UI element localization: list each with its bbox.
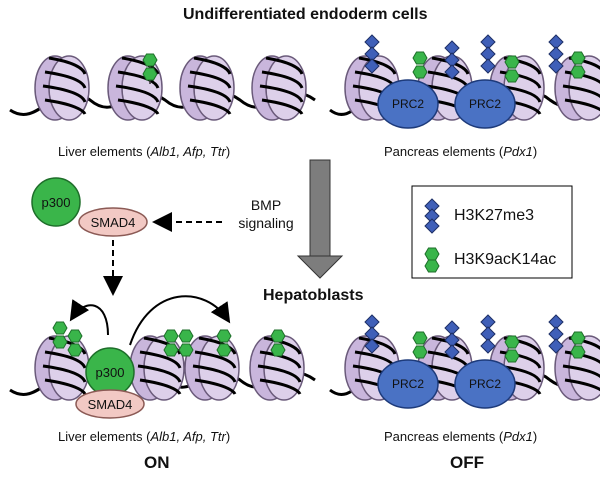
prc2-label: PRC2 (469, 97, 501, 111)
prc2-complex: PRC2 (454, 359, 516, 409)
legend (411, 185, 573, 279)
p300-label: p300 (96, 365, 125, 380)
prc2-complex: PRC2 (454, 79, 516, 129)
hepatoblast-pancreas-chromatin: PRC2 PRC2 (329, 314, 600, 409)
status-off: OFF (450, 453, 484, 472)
caption-liver-bottom: Liver elements (Alb1, Afp, Ttr) (58, 429, 230, 444)
caption-prefix: Pancreas elements ( (384, 429, 504, 444)
bmp-signaling-label: BMP signaling (226, 196, 306, 232)
smad4-bound: SMAD4 (75, 389, 145, 419)
caption-genes: Pdx1 (503, 144, 533, 159)
prc2-complex: PRC2 (377, 359, 439, 409)
caption-suffix: ) (532, 144, 538, 159)
caption-suffix: ) (532, 429, 538, 444)
endoderm-liver-chromatin (9, 53, 316, 122)
prc2-label: PRC2 (392, 97, 424, 111)
prc2-complex: PRC2 (377, 79, 439, 129)
acetylation-arrow (69, 299, 109, 336)
smad4-label: SMAD4 (91, 215, 136, 230)
bmp-label-line2: signaling (238, 215, 294, 231)
differentiation-arrow (296, 159, 344, 279)
caption-prefix: Pancreas elements ( (384, 144, 504, 159)
p300-bound: p300 (85, 347, 135, 397)
h3k9ac-mark-group (142, 53, 158, 84)
caption-pancreas-bottom: Pancreas elements (Pdx1) (384, 429, 537, 444)
acetylation-arrow (129, 295, 231, 346)
endoderm-pancreas-chromatin: PRC2 PRC2 (329, 34, 600, 129)
title-endoderm: Undifferentiated endoderm cells (183, 6, 428, 23)
caption-genes: Pdx1 (503, 429, 533, 444)
caption-genes: Alb1, Afp, Ttr (150, 429, 226, 444)
h3k9ac-mark-group (52, 321, 286, 357)
caption-prefix: Liver elements ( (58, 429, 151, 444)
legend-label-h3k27me3: H3K27me3 (454, 207, 535, 224)
caption-genes: Alb1, Afp, Ttr (150, 144, 226, 159)
title-hepatoblasts: Hepatoblasts (263, 287, 364, 304)
status-on: ON (144, 453, 170, 472)
smad4-label: SMAD4 (88, 397, 133, 412)
caption-liver-top: Liver elements (Alb1, Afp, Ttr) (58, 144, 230, 159)
caption-prefix: Liver elements ( (58, 144, 151, 159)
bmp-label-line1: BMP (250, 197, 282, 213)
caption-suffix: ) (225, 144, 231, 159)
prc2-label: PRC2 (469, 377, 501, 391)
hepatoblast-liver-chromatin: p300 SMAD4 (9, 295, 316, 419)
caption-suffix: ) (225, 429, 231, 444)
prc2-label: PRC2 (392, 377, 424, 391)
caption-pancreas-top: Pancreas elements (Pdx1) (384, 144, 537, 159)
p300-label: p300 (42, 195, 71, 210)
smad4-free: SMAD4 (78, 207, 148, 237)
p300-free: p300 (31, 177, 81, 227)
legend-label-h3k9ac: H3K9acK14ac (454, 251, 557, 268)
